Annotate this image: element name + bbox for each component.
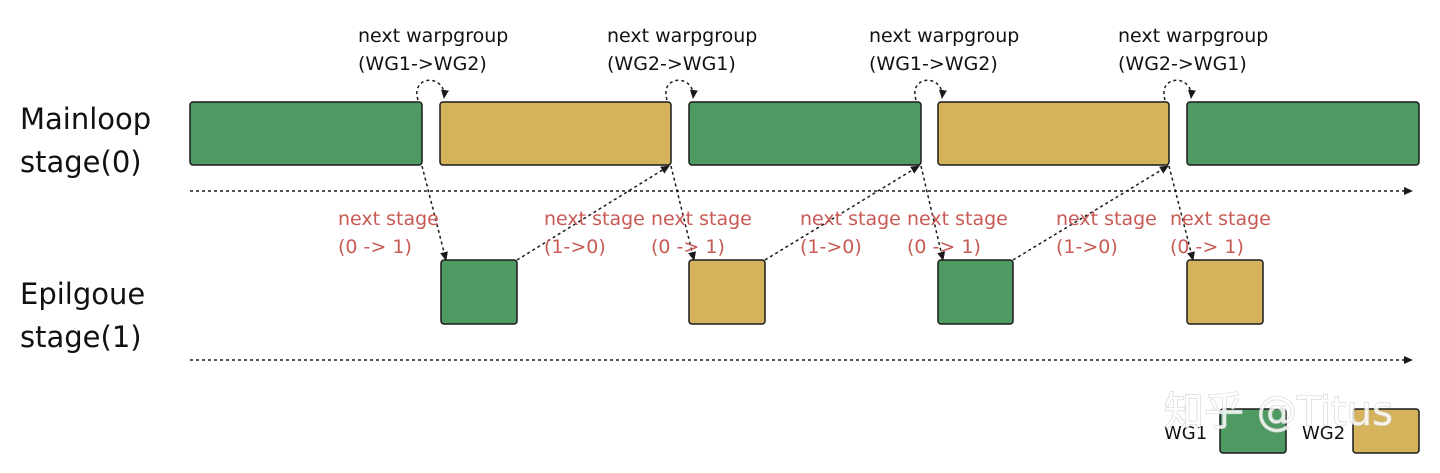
epilogue-block-wg1 (440, 259, 518, 325)
mainloop-block-wg2 (439, 101, 672, 166)
stage-arrow-0-to-1 (421, 165, 448, 261)
mainloop-block-wg2 (937, 101, 1170, 166)
stage-arrow-1-to-0 (764, 165, 920, 261)
warpgroup-note-1-line2: (WG1->WG2) (358, 53, 487, 75)
stage-note-4-line2: (1->0) (800, 236, 862, 258)
warpgroup-note-3-line2: (WG1->WG2) (869, 53, 998, 75)
epilogue-block-wg1 (937, 259, 1014, 325)
stage-arrow-0-to-1 (920, 165, 946, 261)
mainloop-label-line2: stage(0) (20, 145, 142, 179)
warpgroup-note-4-line1: next warpgroup (1118, 25, 1268, 47)
legend-wg2-swatch (1352, 408, 1420, 454)
watermark: 知乎 @Titus (1164, 389, 1393, 435)
stage-note-3-line2: (0 -> 1) (651, 236, 725, 258)
stage-note-6-line2: (1->0) (1056, 236, 1118, 258)
epilogue-block-wg2 (1186, 259, 1264, 325)
stage-note-7-line1: next stage (1170, 208, 1271, 230)
stage-note-2-line1: next stage (544, 208, 645, 230)
mainloop-block-wg1 (189, 101, 423, 166)
legend-wg1-swatch (1219, 408, 1287, 454)
mainloop-label-line1: Mainloop (20, 102, 151, 136)
stage-arrow-0-to-1 (670, 165, 696, 261)
warpgroup-note-1-line1: next warpgroup (358, 25, 508, 47)
warpgroup-note-3-line1: next warpgroup (869, 25, 1019, 47)
epilogue-label-line1: Epilgoue (20, 277, 145, 311)
stage-arrow-0-to-1 (1168, 165, 1195, 261)
mainloop-block-wg1 (688, 101, 922, 166)
epilogue-block-wg2 (688, 259, 766, 325)
epilogue-label-line2: stage(1) (20, 320, 142, 354)
stage-note-5-line1: next stage (907, 208, 1008, 230)
stage-note-6-line1: next stage (1056, 208, 1157, 230)
stage-note-1-line2: (0 -> 1) (338, 236, 412, 258)
stage-note-2-line2: (1->0) (544, 236, 606, 258)
warpgroup-handoff-arrow-2 (665, 79, 698, 101)
stage-note-7-line2: (0 -> 1) (1170, 236, 1244, 258)
legend-wg2-label: WG2 (1302, 423, 1345, 444)
legend-wg1-label: WG1 (1164, 423, 1207, 444)
warpgroup-note-2-line2: (WG2->WG1) (607, 53, 736, 75)
stage-note-4-line1: next stage (800, 208, 901, 230)
stage-note-5-line2: (0 -> 1) (907, 236, 981, 258)
warpgroup-handoff-arrow-4 (1163, 79, 1196, 101)
mainloop-block-wg1 (1186, 101, 1420, 166)
stage-arrow-1-to-0 (1012, 165, 1169, 261)
stage-note-3-line1: next stage (651, 208, 752, 230)
warpgroup-handoff-arrow-3 (914, 79, 947, 101)
warpgroup-note-4-line2: (WG2->WG1) (1118, 53, 1247, 75)
warpgroup-handoff-arrow-1 (416, 79, 449, 101)
stage-note-1-line1: next stage (338, 208, 439, 230)
warpgroup-note-2-line1: next warpgroup (607, 25, 757, 47)
